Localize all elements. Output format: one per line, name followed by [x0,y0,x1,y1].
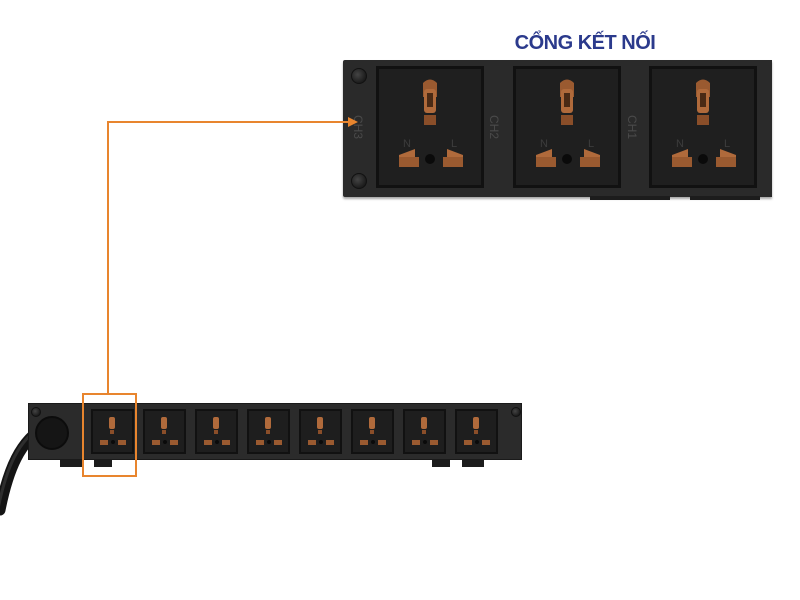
zoomed-socket-1: N L [376,66,484,188]
universal-power-socket-icon: N L [536,79,600,167]
zoomed-socket-2: N L [513,66,621,188]
cable-gland [35,416,69,450]
pdu-foot [94,460,112,467]
screw-icon [351,68,367,84]
screw-icon [351,173,367,189]
screw-icon [511,407,521,417]
pdu-socket-5 [299,409,342,454]
neutral-label: N [403,138,411,150]
universal-power-socket-icon [412,417,438,445]
live-label: L [588,138,594,150]
universal-power-socket-icon [152,417,178,445]
pdu-strip [28,403,522,460]
universal-power-socket-icon [360,417,386,445]
panel-foot [690,196,760,200]
pdu-foot [60,460,82,467]
live-label: L [451,138,457,150]
pdu-socket-7 [403,409,446,454]
pdu-socket-3 [195,409,238,454]
arrow-head-icon [348,117,358,127]
screw-icon [31,407,41,417]
universal-power-socket-icon [256,417,282,445]
universal-power-socket-icon: N L [672,79,736,167]
universal-power-socket-icon [308,417,334,445]
highlight-box [82,393,137,477]
universal-power-socket-icon [100,417,126,445]
neutral-label: N [540,138,548,150]
pdu-socket-4 [247,409,290,454]
universal-power-socket-icon [204,417,230,445]
universal-power-socket-icon [464,417,490,445]
zoomed-socket-3: N L [649,66,757,188]
pdu-foot [462,460,484,467]
page-title: CỔNG KẾT NỐI [514,32,656,54]
neutral-label: N [676,138,684,150]
pdu-socket-8 [455,409,498,454]
pdu-socket-1 [91,409,134,454]
universal-power-socket-icon: N L [399,79,463,167]
live-label: L [724,138,730,150]
pdu-foot [432,460,450,467]
panel-foot [590,196,670,200]
pdu-socket-2 [143,409,186,454]
zoomed-outlet-panel: CH3 CH2 CH1 N L N [343,60,772,197]
pdu-socket-6 [351,409,394,454]
